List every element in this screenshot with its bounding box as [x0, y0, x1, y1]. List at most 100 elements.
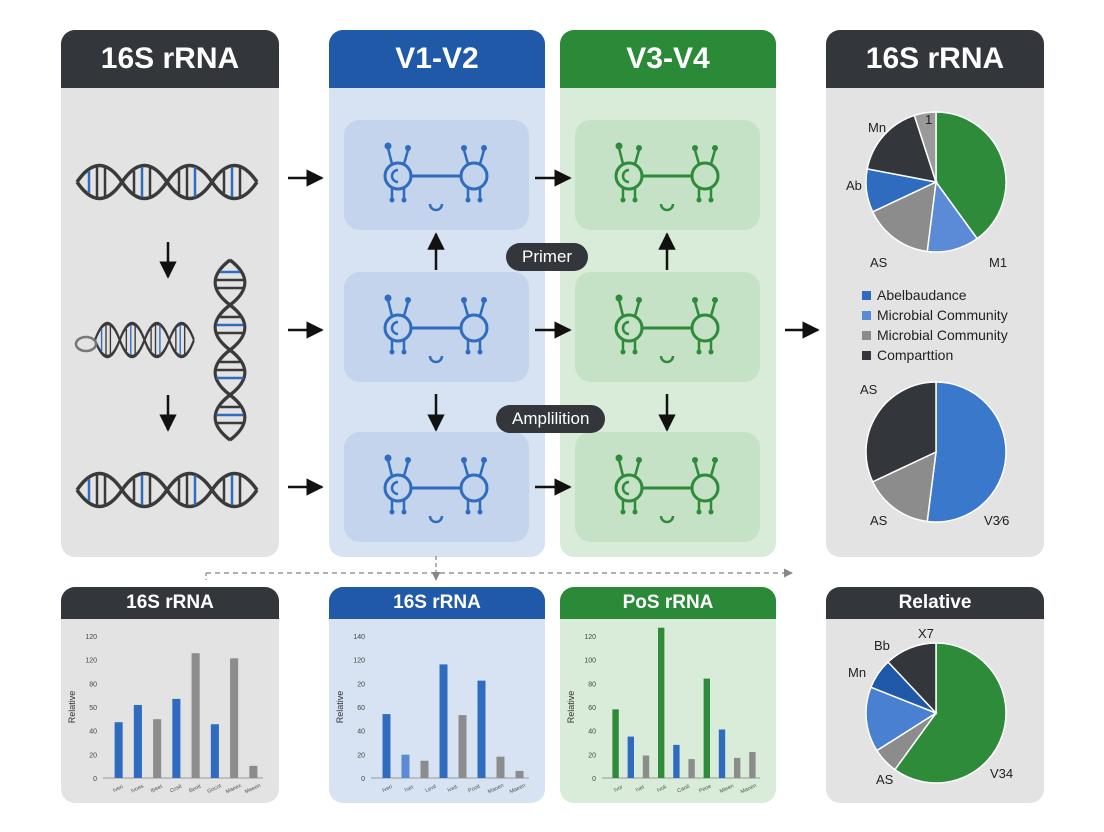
- bar: [439, 664, 448, 778]
- pie-top-label-ab: Ab: [846, 178, 862, 193]
- y-tick-label: 60: [357, 705, 365, 712]
- category-label: Maeen: [509, 783, 527, 796]
- bar: [658, 627, 665, 778]
- legend-swatch: [862, 311, 871, 320]
- bar: [382, 714, 391, 778]
- y-tick-label: 50: [89, 705, 97, 712]
- y-tick-label: 140: [353, 634, 365, 641]
- legend-label: Comparttion: [877, 347, 954, 363]
- pie-bot-label-v34: V34: [990, 766, 1014, 781]
- category-label: Levil: [424, 784, 437, 794]
- bar: [496, 756, 505, 778]
- category-label: Maoen: [487, 783, 505, 796]
- y-tick-label: 20: [357, 752, 365, 759]
- bar: [210, 724, 219, 778]
- y-tick-label: 120: [584, 634, 596, 641]
- y-tick-label: 40: [89, 729, 97, 736]
- bar: [401, 754, 410, 778]
- y-tick-label: 40: [588, 729, 596, 736]
- bar: [230, 658, 239, 778]
- pie-slice: [893, 642, 1007, 784]
- legend-swatch: [862, 291, 871, 300]
- bottom-panel-1-title: 16S rRNA: [61, 587, 279, 619]
- y-tick-label: 20: [357, 681, 365, 688]
- amplification-label: Amplilition: [496, 405, 606, 433]
- category-label: Ivet: [404, 784, 415, 793]
- pie-top-label-m1: M1: [989, 255, 1008, 270]
- category-label: Peoe: [698, 784, 712, 795]
- category-label: Ivoli: [656, 784, 667, 794]
- legend-label: Microbial Community: [877, 327, 1008, 343]
- pie-chart-bottom: [865, 642, 1007, 784]
- legend-swatch: [862, 331, 871, 340]
- category-label: Meeen: [244, 783, 262, 796]
- bar: [515, 770, 524, 778]
- pie-mid-label-as-top: AS: [860, 382, 878, 397]
- category-label: Iveri: [381, 784, 393, 794]
- category-label: Maoen: [740, 783, 758, 796]
- y-tick-label: 40: [357, 729, 365, 736]
- category-label: Iveri: [112, 784, 124, 794]
- category-label: Caoit: [676, 783, 691, 794]
- dna-helix-top: [75, 163, 259, 201]
- pie-slice: [887, 642, 937, 715]
- pie-top-label-mn: Mn: [868, 120, 887, 135]
- pie-bot-label-x7: X7: [918, 626, 934, 641]
- y-axis-label: Relative: [335, 691, 345, 724]
- left-panel-title: 16S rRNA: [61, 30, 279, 88]
- bar: [172, 698, 181, 778]
- v12-panel-title: V1-V2: [329, 30, 545, 88]
- y-tick-label: 120: [353, 658, 365, 665]
- bar: [642, 755, 650, 778]
- y-tick-label: 80: [588, 681, 596, 688]
- pie-mid-label-v34: V3⁄6: [984, 513, 1010, 528]
- y-tick-label: 100: [584, 658, 596, 665]
- bar: [703, 678, 710, 778]
- bar: [458, 715, 467, 778]
- v34-panel-title: V3-V4: [560, 30, 776, 88]
- bar: [688, 759, 695, 778]
- y-tick-label: 0: [592, 776, 596, 783]
- bar: [749, 751, 756, 778]
- pie-slice: [865, 686, 938, 752]
- y-axis-label: Relative: [566, 691, 576, 724]
- category-label: Pooit: [467, 784, 481, 795]
- y-tick-label: 80: [89, 681, 97, 688]
- pie-top-label-1: 1: [925, 112, 933, 127]
- legend-item-2: Microbial Community: [862, 307, 1008, 323]
- pie-top-label-as: AS: [870, 255, 888, 270]
- category-label: Maeex: [225, 783, 243, 796]
- y-tick-label: 0: [93, 776, 97, 783]
- category-label: Iveit: [447, 784, 459, 794]
- legend-label: Abelbaudance: [877, 287, 967, 303]
- bar: [673, 744, 680, 778]
- bar: [734, 757, 741, 778]
- pie-mid-label-as-bottom: AS: [870, 513, 888, 528]
- bar: [114, 722, 123, 778]
- pie-bot-label-bb: Bb: [874, 638, 890, 653]
- pie-slice: [871, 180, 937, 253]
- category-label: Gocot: [207, 783, 223, 795]
- legend-item-4: Comparttion: [862, 347, 953, 363]
- bar: [718, 729, 726, 778]
- y-tick-label: 120: [85, 658, 97, 665]
- legend-item-3: Microbial Community: [862, 327, 1008, 343]
- y-tick-label: 60: [588, 705, 596, 712]
- y-tick-label: 120: [85, 634, 97, 641]
- bottom-panel-3-title: PoS rRNA: [560, 587, 776, 619]
- pie-slice: [926, 381, 1007, 523]
- dna-helix-vertical: [213, 258, 247, 442]
- y-tick-label: 20: [588, 752, 596, 759]
- y-axis-label: Relative: [67, 691, 77, 724]
- legend-label: Microbial Community: [877, 307, 1008, 323]
- legend-item-1: Abelbaudance: [862, 287, 967, 303]
- category-label: Beoit: [188, 784, 202, 795]
- dna-helix-middle: [74, 321, 196, 359]
- bar: [249, 765, 258, 778]
- pie-bot-label-mn: Mn: [848, 665, 867, 680]
- bottom-panel-1: 16S rRNA: [61, 587, 279, 803]
- bar: [420, 760, 429, 778]
